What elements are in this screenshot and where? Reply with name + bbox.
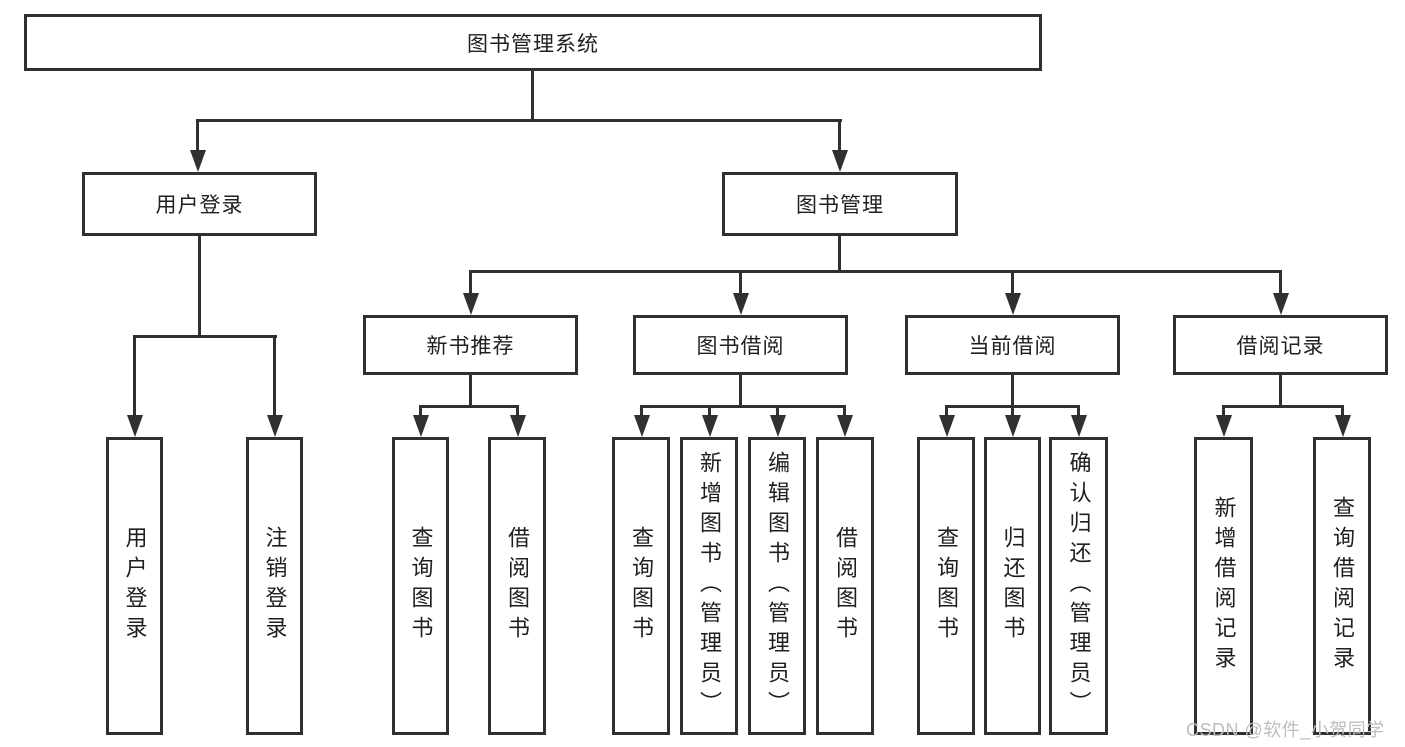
connector-to-current-borrowing xyxy=(1011,270,1014,296)
leaf-add-book-admin: 新增图书（管理员） xyxy=(680,437,738,735)
connector-to-leaf-recommend-query xyxy=(419,405,422,418)
connector-to-new-book-recommend xyxy=(469,270,472,296)
connector-recommend-stem xyxy=(469,375,472,408)
leaf-user-login: 用户登录 xyxy=(106,437,163,735)
connector-book-management-stem xyxy=(838,236,841,273)
connector-root-stem xyxy=(531,70,534,121)
connector-to-leaf-logout xyxy=(273,335,276,419)
leaf-return-book-label: 归还图书 xyxy=(1000,526,1026,646)
leaf-recommend-query-book-label: 查询图书 xyxy=(408,526,434,646)
connector-to-leaf-borrowing-borrow xyxy=(843,405,846,418)
node-book-management-label: 图书管理 xyxy=(796,194,884,217)
connector-to-leaf-query-record xyxy=(1341,405,1344,418)
connector-recommend-bar xyxy=(419,405,519,408)
connector-level2-bar xyxy=(196,119,842,122)
leaf-add-borrow-record-label: 新增借阅记录 xyxy=(1211,496,1237,676)
arrowhead-leaf-current-query xyxy=(939,415,955,437)
leaf-borrowing-borrow-book: 借阅图书 xyxy=(816,437,874,735)
arrowhead-leaf-borrowing-query xyxy=(634,415,650,437)
node-borrowing-records-label: 借阅记录 xyxy=(1236,335,1325,358)
node-book-borrowing-label: 图书借阅 xyxy=(696,335,785,358)
connector-to-leaf-confirm-return xyxy=(1077,405,1080,418)
leaf-query-borrow-record: 查询借阅记录 xyxy=(1313,437,1371,735)
arrowhead-borrowing-records xyxy=(1273,293,1289,315)
leaf-return-book: 归还图书 xyxy=(984,437,1041,735)
leaf-borrowing-query-book-label: 查询图书 xyxy=(629,526,654,646)
connector-to-leaf-return-book xyxy=(1011,405,1014,418)
connector-to-leaf-add-record xyxy=(1222,405,1225,418)
node-root-library-system: 图书管理系统 xyxy=(24,14,1042,71)
leaf-add-book-admin-label: 新增图书（管理员） xyxy=(697,451,722,721)
leaf-edit-book-admin-label: 编辑图书（管理员） xyxy=(765,451,790,721)
leaf-edit-book-admin: 编辑图书（管理员） xyxy=(748,437,806,735)
arrowhead-leaf-add-book xyxy=(702,415,718,437)
leaf-add-borrow-record: 新增借阅记录 xyxy=(1194,437,1253,735)
connector-to-leaf-recommend-borrow xyxy=(516,405,519,418)
arrowhead-current-borrowing xyxy=(1005,293,1021,315)
connector-level3-bar xyxy=(469,270,1282,273)
arrowhead-leaf-logout xyxy=(267,415,283,437)
leaf-recommend-borrow-book-label: 借阅图书 xyxy=(505,526,530,646)
node-borrowing-records: 借阅记录 xyxy=(1173,315,1388,375)
arrowhead-leaf-return-book xyxy=(1005,415,1021,437)
arrowhead-book-borrowing xyxy=(733,293,749,315)
leaf-recommend-query-book: 查询图书 xyxy=(392,437,449,735)
connector-to-leaf-current-query xyxy=(945,405,948,418)
connector-to-leaf-user-login xyxy=(133,335,136,419)
arrowhead-leaf-add-record xyxy=(1216,415,1232,437)
connector-current-stem xyxy=(1011,375,1014,408)
arrowhead-leaf-recommend-borrow xyxy=(510,415,526,437)
arrowhead-leaf-user-login xyxy=(127,415,143,437)
leaf-recommend-borrow-book: 借阅图书 xyxy=(488,437,546,735)
connector-borrowing-stem xyxy=(739,375,742,408)
connector-user-login-bar xyxy=(133,335,277,338)
arrowhead-book-management xyxy=(832,150,848,172)
arrowhead-leaf-edit-book xyxy=(770,415,786,437)
csdn-watermark: CSDN @软件_小贺同学 xyxy=(1186,720,1385,740)
connector-to-leaf-add-book xyxy=(708,405,711,418)
leaf-borrowing-query-book: 查询图书 xyxy=(612,437,670,735)
arrowhead-leaf-recommend-query xyxy=(413,415,429,437)
connector-to-leaf-edit-book xyxy=(776,405,779,418)
connector-to-user-login xyxy=(196,119,199,153)
arrowhead-leaf-borrowing-borrow xyxy=(837,415,853,437)
node-current-borrowing-label: 当前借阅 xyxy=(968,335,1057,358)
connector-records-bar xyxy=(1222,405,1343,408)
node-current-borrowing: 当前借阅 xyxy=(905,315,1120,375)
leaf-confirm-return-admin-label: 确认归还（管理员） xyxy=(1066,451,1092,721)
arrowhead-user-login xyxy=(190,150,206,172)
arrowhead-new-book-recommend xyxy=(463,293,479,315)
leaf-logout-label: 注销登录 xyxy=(262,526,288,646)
node-new-book-recommend-label: 新书推荐 xyxy=(426,335,515,358)
node-book-management: 图书管理 xyxy=(722,172,958,236)
connector-to-book-borrowing xyxy=(739,270,742,296)
leaf-current-query-book: 查询图书 xyxy=(917,437,975,735)
connector-to-leaf-borrowing-query xyxy=(640,405,643,418)
leaf-query-borrow-record-label: 查询借阅记录 xyxy=(1330,496,1355,676)
node-root-label: 图书管理系统 xyxy=(467,32,599,56)
connector-to-borrowing-records xyxy=(1279,270,1282,296)
leaf-borrowing-borrow-book-label: 借阅图书 xyxy=(833,526,858,646)
arrowhead-leaf-confirm-return xyxy=(1071,415,1087,437)
connector-user-login-stem xyxy=(198,236,201,338)
node-user-login-label: 用户登录 xyxy=(155,194,244,217)
connector-to-book-management xyxy=(838,119,841,153)
connector-records-stem xyxy=(1279,375,1282,408)
node-new-book-recommend: 新书推荐 xyxy=(363,315,578,375)
leaf-confirm-return-admin: 确认归还（管理员） xyxy=(1049,437,1108,735)
leaf-current-query-book-label: 查询图书 xyxy=(934,526,959,646)
node-book-borrowing: 图书借阅 xyxy=(633,315,848,375)
leaf-logout: 注销登录 xyxy=(246,437,303,735)
connector-borrowing-bar xyxy=(640,405,846,408)
arrowhead-leaf-query-record xyxy=(1335,415,1351,437)
leaf-user-login-label: 用户登录 xyxy=(122,526,148,646)
node-user-login: 用户登录 xyxy=(82,172,317,236)
